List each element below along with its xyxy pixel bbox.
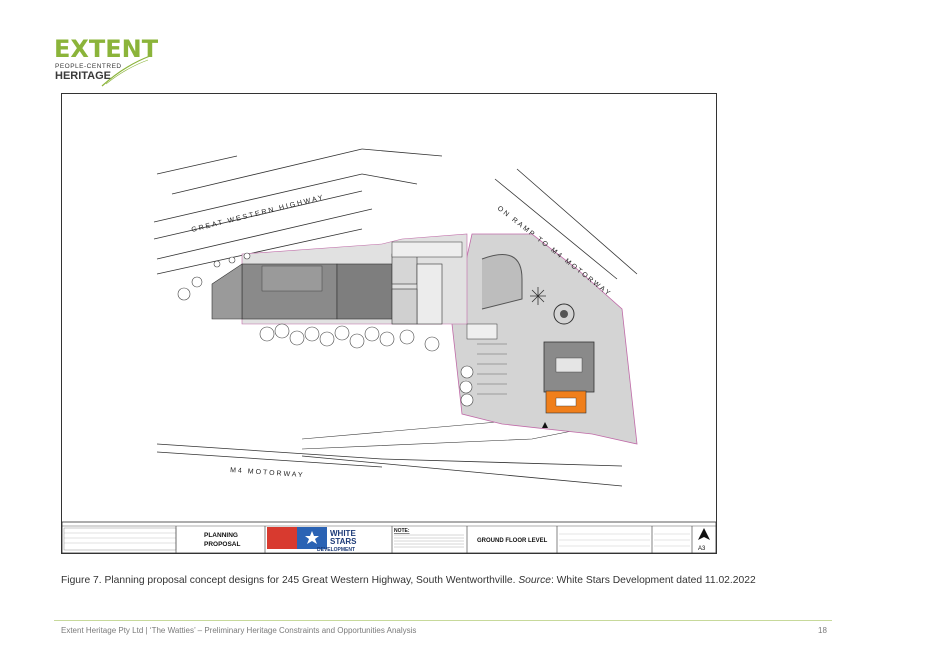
heritage-building [543, 341, 595, 414]
notes-heading: NOTE: [394, 528, 410, 534]
brand-red-emblem [267, 527, 297, 549]
north-star-icon [542, 422, 548, 428]
tree-symbol-icon [530, 287, 546, 305]
north-arrow-icon [698, 528, 710, 540]
caption-suffix: : White Stars Development dated 11.02.20… [550, 575, 756, 586]
logo-wordmark: EXTENT [54, 35, 159, 63]
extent-heritage-logo: EXTENT PEOPLE-CENTRED HERITAGE [54, 36, 164, 92]
brand-development: DEVELOPMENT [317, 547, 355, 553]
car-park-bays [477, 343, 507, 395]
footer-divider [54, 620, 832, 621]
figure-caption: Figure 7. Planning proposal concept desi… [61, 575, 756, 586]
title-proposal: PROPOSAL [204, 541, 241, 548]
roundabout-icon [553, 303, 575, 325]
logo-tagline: PEOPLE-CENTRED [55, 63, 122, 70]
street-trees [177, 252, 474, 407]
project-info-lines [559, 533, 690, 547]
footer-text: Extent Heritage Pty Ltd | ‘The Watties’ … [61, 626, 417, 635]
title-block: PLANNING PROPOSAL WHITE STARS DEVELOPMEN… [62, 521, 716, 553]
highway-road-lines [153, 148, 638, 487]
caption-prefix: Figure 7. Planning proposal concept desi… [61, 575, 519, 586]
roundabout-center [560, 310, 568, 318]
small-building [466, 323, 498, 340]
brand-white: WHITE [330, 529, 356, 538]
motorway-label: M4 MOTORWAY [230, 467, 305, 479]
sheet-size: A3 [698, 546, 706, 552]
site-plan-drawing: GREAT WESTERN HIGHWAY ON RAMP TO M4 MOTO… [62, 148, 716, 553]
site-plan-figure: GREAT WESTERN HIGHWAY ON RAMP TO M4 MOTO… [61, 93, 717, 554]
brand-star-icon [305, 531, 319, 544]
main-building [211, 241, 463, 325]
title-planning: PLANNING [204, 532, 238, 539]
driveway [481, 254, 523, 310]
brand-stars: STARS [330, 537, 357, 546]
highway-label: GREAT WESTERN HIGHWAY [191, 194, 326, 234]
notes-lines [394, 534, 464, 548]
drawing-title: GROUND FLOOR LEVEL [477, 538, 548, 544]
logo-heritage: HERITAGE [55, 70, 112, 82]
caption-source-label: Source [518, 575, 551, 586]
page-number: 18 [818, 626, 827, 635]
logo-swoosh-icon [101, 55, 151, 87]
